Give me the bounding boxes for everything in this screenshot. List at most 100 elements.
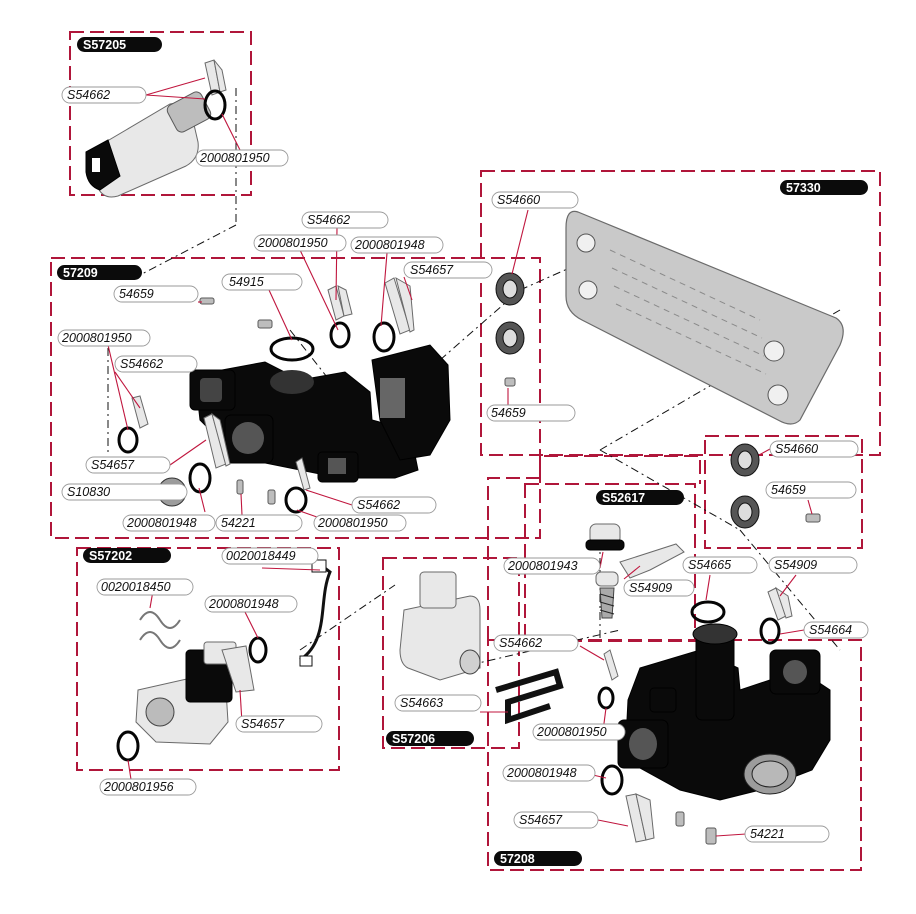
group-frames xyxy=(50,31,881,871)
part-number: S54657 xyxy=(519,813,563,827)
callout: 54659 xyxy=(486,404,576,422)
frame-57208 xyxy=(487,639,862,871)
part-number: S54657 xyxy=(241,717,285,731)
part-number: S54909 xyxy=(774,558,817,572)
frame-s57202 xyxy=(76,547,340,771)
part-number: 2000801948 xyxy=(354,238,425,252)
badge-57208: 57208 xyxy=(494,851,582,866)
callout: 2000801950 xyxy=(57,329,151,347)
callout: S54664 xyxy=(803,621,869,639)
part-valve-s57202 xyxy=(135,559,332,745)
part-number: 54915 xyxy=(229,275,264,289)
callout: 2000801948 xyxy=(350,236,444,254)
callout: 2000801948 xyxy=(204,595,298,613)
badge-s57202: S57202 xyxy=(83,548,171,563)
part-number: 0020018449 xyxy=(226,549,296,563)
callout: S54665 xyxy=(682,556,758,574)
part-number: S54662 xyxy=(67,88,110,102)
axis-line xyxy=(139,224,237,276)
callout: 2000801948 xyxy=(502,764,596,782)
part-number: 0020018450 xyxy=(101,580,171,594)
part-number: 54659 xyxy=(771,483,806,497)
callout: 0020018449 xyxy=(221,547,319,565)
callout: 54659 xyxy=(113,285,199,303)
badge-label: 57208 xyxy=(500,852,535,866)
part-number: 2000801950 xyxy=(61,331,132,345)
callout: S54662 xyxy=(351,496,437,514)
part-number: S54662 xyxy=(499,636,542,650)
part-number: 54221 xyxy=(750,827,785,841)
badge-label: S57205 xyxy=(83,38,126,52)
part-number: 54221 xyxy=(221,516,256,530)
frame-s57206 xyxy=(382,557,520,749)
frame-57209 xyxy=(50,257,541,539)
callout: 54221 xyxy=(744,825,830,843)
callout: S54660 xyxy=(769,440,859,458)
part-number: S54660 xyxy=(775,442,818,456)
callout: S10830 xyxy=(61,483,188,501)
callout: S54662 xyxy=(493,634,579,652)
part-actuator-s57206 xyxy=(399,571,564,725)
part-clip xyxy=(204,59,227,96)
part-number: S54662 xyxy=(357,498,400,512)
part-number: S54660 xyxy=(497,193,540,207)
callout: S54909 xyxy=(768,556,858,574)
callout: S54662 xyxy=(301,211,389,229)
callout: 0020018450 xyxy=(96,578,194,596)
part-number: S54909 xyxy=(629,581,672,595)
part-number: 2000801950 xyxy=(199,151,270,165)
badge-label: S57206 xyxy=(392,732,435,746)
callout: 54915 xyxy=(221,273,303,291)
part-valve-s52617 xyxy=(585,523,685,619)
badge-label: 57330 xyxy=(786,181,821,195)
part-number: S54662 xyxy=(307,213,350,227)
part-number: 2000801956 xyxy=(103,780,174,794)
part-number: 54659 xyxy=(119,287,154,301)
callout: S54909 xyxy=(623,579,695,597)
frame-57330 xyxy=(480,170,881,456)
callout: S54662 xyxy=(61,86,147,104)
callout: S54657 xyxy=(235,715,323,733)
callout: S54663 xyxy=(394,694,482,712)
frame-57208-top xyxy=(487,455,701,640)
frame-s57205 xyxy=(69,31,252,196)
part-number: 2000801948 xyxy=(208,597,279,611)
part-manifold-57209 xyxy=(189,344,451,483)
part-callouts: S54662 2000801950 S54662 2000801950 2000… xyxy=(57,86,869,843)
callout: S54660 xyxy=(491,191,579,209)
callout: S54657 xyxy=(513,811,599,829)
part-number: 2000801948 xyxy=(506,766,577,780)
part-number: S54665 xyxy=(688,558,731,572)
part-number: 2000801950 xyxy=(257,236,328,250)
callout: 54659 xyxy=(765,481,857,499)
badge-label: S57202 xyxy=(89,549,132,563)
callout: 2000801948 xyxy=(122,514,216,532)
parts-57208-small xyxy=(597,586,793,845)
part-heat-exchanger xyxy=(565,210,844,425)
part-number: S54662 xyxy=(120,357,163,371)
group-badges: S57205 57209 57330 S52617 S57202 S57206 … xyxy=(57,37,868,866)
callout: 54221 xyxy=(215,514,303,532)
gaskets-57330 xyxy=(495,272,821,529)
o-ring xyxy=(203,89,227,121)
frame-57330-inner xyxy=(704,435,863,549)
part-number: 2000801950 xyxy=(317,516,388,530)
badge-label: S52617 xyxy=(602,491,645,505)
part-number: S54657 xyxy=(91,458,135,472)
badge-s52617: S52617 xyxy=(596,490,684,505)
part-number: S54664 xyxy=(809,623,852,637)
callout: 2000801950 xyxy=(253,234,347,252)
callout: S54662 xyxy=(114,355,198,373)
callout: 2000801950 xyxy=(195,149,289,167)
callout: 2000801956 xyxy=(99,778,197,796)
badge-57209: 57209 xyxy=(57,265,142,280)
callout: S54657 xyxy=(403,261,493,279)
badge-s57206: S57206 xyxy=(386,731,474,746)
part-number: S54663 xyxy=(400,696,443,710)
part-number: S54657 xyxy=(410,263,454,277)
part-number: 2000801948 xyxy=(126,516,197,530)
callout: S54657 xyxy=(85,456,171,474)
part-number: 2000801943 xyxy=(507,559,578,573)
